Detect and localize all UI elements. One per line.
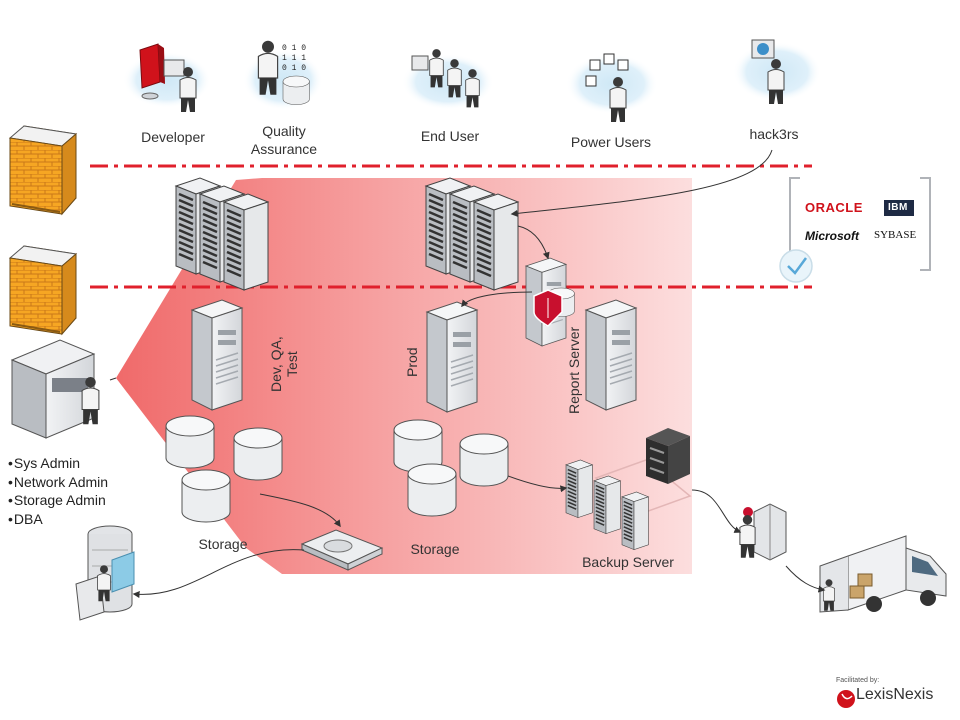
drive-to-offsite-arrow — [132, 549, 305, 599]
lexisnexis-footer: Facilitated by: LexisNexis — [836, 676, 933, 705]
power-users-label: Power Users — [570, 134, 652, 150]
hacker-icon — [733, 39, 821, 105]
admin-to-zone-arrow — [109, 377, 117, 381]
quality-assurance-label-line1: Quality — [262, 123, 306, 139]
backup-server-icon — [565, 428, 692, 551]
quality-assurance-label: Quality Assurance — [238, 122, 330, 158]
dev-qa-test-label-line2: Test — [284, 351, 300, 377]
svg-text:0 1 0: 0 1 0 — [282, 44, 306, 53]
ibm-logo: IBM — [888, 202, 908, 213]
prod-label: Prod — [404, 347, 420, 377]
developer-label: Developer — [141, 129, 205, 145]
firewall-icon — [9, 125, 77, 215]
role-dba: DBA — [8, 510, 108, 529]
shield-to-prod-arrow — [461, 291, 533, 308]
firewall-icon — [9, 245, 77, 335]
dev-qa-test-label: Dev, QA, Test — [268, 336, 300, 392]
storage-left-label: Storage — [198, 536, 248, 552]
dev-qa-test-label-line1: Dev, QA, — [268, 336, 284, 392]
end-user-icon — [402, 48, 494, 110]
hard-drive-icon — [300, 529, 384, 571]
lexisnexis-logo-icon — [837, 690, 855, 708]
hacker-to-prod-arrow — [510, 149, 773, 217]
vendor-panel — [779, 177, 931, 283]
oracle-logo: ORACLE — [805, 200, 863, 215]
svg-text:1 1 1: 1 1 1 — [282, 54, 306, 63]
quality-assurance-icon: 0 1 0 1 1 1 0 1 0 — [243, 40, 323, 110]
tape-library-icon — [646, 428, 690, 484]
worker-to-truck-arrow — [785, 565, 826, 593]
facilitated-by-label: Facilitated by: — [836, 677, 880, 684]
storage-to-backup-arrow — [507, 475, 568, 493]
offsite-datacenter-icon — [75, 525, 135, 621]
prod-server-icon — [426, 301, 478, 413]
power-users-icon — [566, 53, 658, 123]
role-sys-admin: Sys Admin — [8, 454, 108, 473]
report-server-label: Report Server — [566, 326, 582, 414]
backup-to-worker-arrow — [691, 489, 742, 533]
delivery-truck-icon — [819, 535, 947, 613]
admin-roles-list: Sys Admin Network Admin Storage Admin DB… — [8, 454, 108, 528]
sybase-logo: SYBASE — [874, 229, 917, 241]
security-database-icon — [525, 257, 575, 347]
hack3rs-label: hack3rs — [749, 126, 799, 142]
storage-right-label: Storage — [410, 541, 460, 557]
admin-workstation-icon — [10, 339, 100, 439]
role-network-admin: Network Admin — [8, 473, 108, 492]
backup-server-label: Backup Server — [582, 554, 674, 570]
developer-icon — [123, 43, 211, 113]
dev-qa-test-server-icon — [191, 299, 243, 411]
rack-to-shield-arrow — [517, 225, 550, 260]
storage-to-drive-arrow — [259, 493, 341, 528]
svg-text:0 1 0: 0 1 0 — [282, 64, 306, 73]
delivery-worker-icon — [739, 503, 787, 561]
end-user-label: End User — [420, 128, 480, 144]
microsoft-logo: Microsoft — [805, 229, 859, 243]
report-server-icon — [585, 299, 637, 411]
role-storage-admin: Storage Admin — [8, 491, 108, 510]
quality-assurance-label-line2: Assurance — [250, 141, 318, 157]
lexisnexis-name: LexisNexis — [856, 686, 934, 703]
